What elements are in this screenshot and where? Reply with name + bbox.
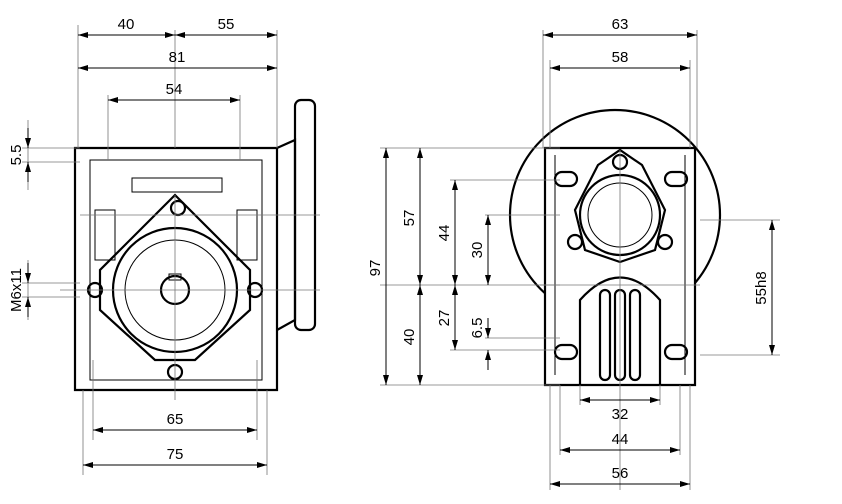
dim-56: 56 xyxy=(612,465,629,482)
front-view-dimensions: 63 58 97 57 40 44 27 30 6.5 55h8 32 44 5… xyxy=(367,16,780,490)
dim-63: 63 xyxy=(612,16,629,33)
dim-44-horizontal: 44 xyxy=(612,431,629,448)
side-view xyxy=(60,98,320,400)
dim-32: 32 xyxy=(612,406,629,423)
dim-58: 58 xyxy=(612,49,629,66)
dim-6-5: 6.5 xyxy=(469,318,486,339)
dim-57: 57 xyxy=(401,210,418,227)
dim-m6x11: M6x11 xyxy=(8,268,25,312)
dim-30: 30 xyxy=(469,242,486,259)
dim-65: 65 xyxy=(167,411,184,428)
dim-97: 97 xyxy=(367,260,384,277)
dim-40-right: 40 xyxy=(401,329,418,346)
dim-5-5: 5.5 xyxy=(8,145,25,166)
dim-27: 27 xyxy=(436,310,453,327)
dim-54: 54 xyxy=(166,81,183,98)
dim-75: 75 xyxy=(167,446,184,463)
dim-55h8: 55h8 xyxy=(753,271,770,304)
dim-40: 40 xyxy=(118,16,135,33)
dim-55: 55 xyxy=(218,16,235,33)
side-view-dimensions: 40 55 81 54 5.5 M6x11 65 75 xyxy=(8,16,278,475)
dim-81: 81 xyxy=(169,49,186,66)
dim-44-vertical: 44 xyxy=(436,225,453,242)
